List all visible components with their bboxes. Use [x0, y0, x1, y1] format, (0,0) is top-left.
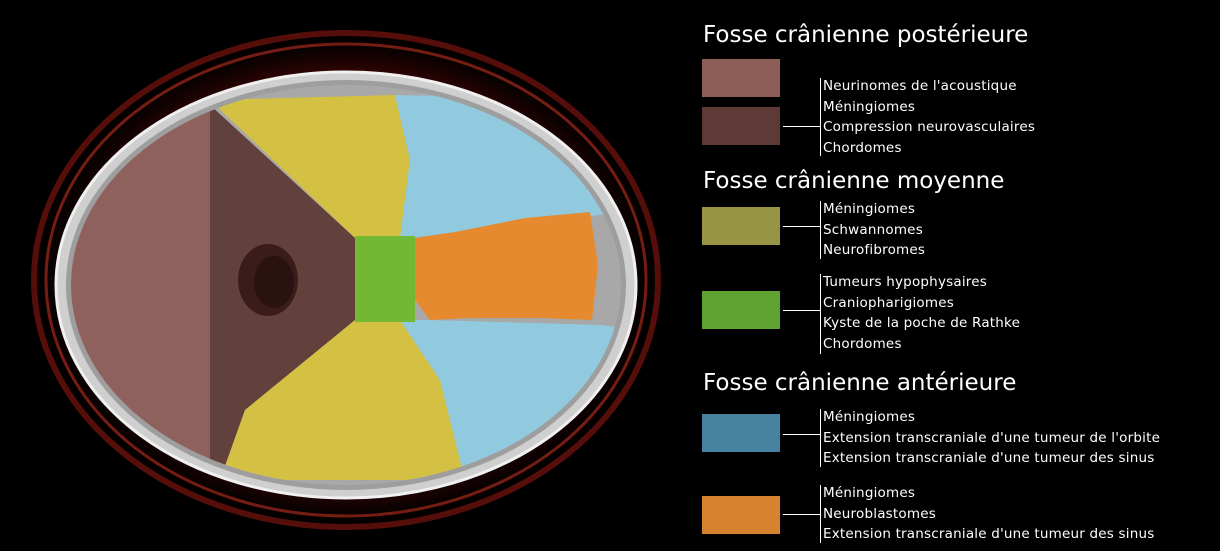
posterior-light-swatch [702, 59, 780, 97]
list-item: Kyste de la poche de Rathke [823, 313, 1020, 334]
list-item: Tumeurs hypophysaires [823, 272, 1020, 293]
anterior-blue-pathology-list: Méningiomes Extension transcraniale d'un… [823, 407, 1160, 469]
list-item: Méningiomes [823, 97, 1035, 118]
middle-green-pathology-list: Tumeurs hypophysaires Craniopharigiomes … [823, 272, 1020, 355]
middle-yellow-swatch [702, 207, 780, 245]
list-item: Méningiomes [823, 199, 925, 220]
anterior-orange-pathology-list: Méningiomes Neuroblastomes Extension tra… [823, 483, 1154, 545]
middle-fossa-title: Fosse crânienne moyenne [703, 168, 1004, 194]
middle-green-bracket [820, 274, 821, 354]
list-item: Schwannomes [823, 220, 925, 241]
list-item: Neurofibromes [823, 240, 925, 261]
list-item: Méningiomes [823, 483, 1154, 504]
middle-yellow-pathology-list: Méningiomes Schwannomes Neurofibromes [823, 199, 925, 261]
posterior-dark-swatch [702, 107, 780, 145]
list-item: Chordomes [823, 334, 1020, 355]
list-item: Chordomes [823, 138, 1035, 159]
middle-yellow-bracket [820, 201, 821, 259]
posterior-bracket [820, 78, 821, 156]
anterior-orange-swatch [702, 496, 780, 534]
anterior-fossa-title: Fosse crânienne antérieure [703, 370, 1016, 396]
middle-green-swatch [702, 291, 780, 329]
list-item: Extension transcraniale d'une tumeur des… [823, 524, 1154, 545]
anterior-blue-bracket [820, 409, 821, 467]
anterior-blue-swatch [702, 414, 780, 452]
posterior-fossa-title: Fosse crânienne postérieure [703, 22, 1028, 48]
list-item: Neurinomes de l'acoustique [823, 76, 1035, 97]
list-item: Méningiomes [823, 407, 1160, 428]
list-item: Compression neurovasculaires [823, 117, 1035, 138]
list-item: Neuroblastomes [823, 504, 1154, 525]
list-item: Craniopharigiomes [823, 293, 1020, 314]
anterior-orange-bracket [820, 485, 821, 543]
skull-base-illustration [0, 0, 690, 551]
region-middle-green [355, 236, 415, 322]
list-item: Extension transcraniale d'une tumeur des… [823, 448, 1160, 469]
list-item: Extension transcraniale d'une tumeur de … [823, 428, 1160, 449]
posterior-pathology-list: Neurinomes de l'acoustique Méningiomes C… [823, 76, 1035, 159]
